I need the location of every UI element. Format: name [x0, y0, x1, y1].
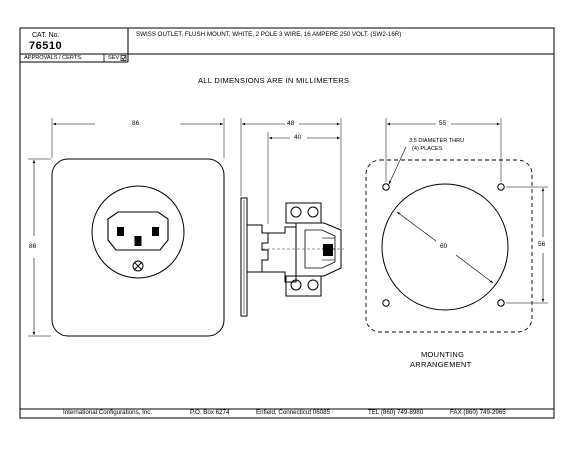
side-plate: [240, 197, 248, 317]
cat-label: CAT. No.: [32, 32, 60, 39]
side-insert: [262, 226, 297, 283]
footer-pobox: P.O. Box 6274: [190, 409, 230, 416]
approvals-label: APPROVALS / CERTS.: [24, 55, 83, 61]
terminal-screw-top-left: [290, 206, 302, 218]
mount-height-label: 56: [538, 241, 546, 248]
mount-width-label: 55: [439, 120, 447, 127]
units-note: ALL DIMENSIONS ARE IN MILLIMETERS: [198, 76, 350, 85]
side-mount-frame: [247, 224, 269, 273]
pin-hole-left: [117, 227, 124, 236]
front-width-label: 86: [132, 120, 140, 127]
mount-title-line2: ARRANGEMENT: [410, 360, 472, 369]
center-screw: [132, 260, 144, 272]
sev-checkbox: [120, 55, 127, 61]
footer-company: International Configurations, Inc.: [63, 409, 153, 416]
mount-hole-bottom-right: [497, 299, 505, 307]
front-height-label: 86: [29, 243, 37, 250]
front-view: [28, 118, 225, 337]
pin-hole-ground: [134, 236, 142, 246]
footer-tel: TEL (860) 749-8980: [368, 409, 424, 416]
side-total-depth-label: 48: [287, 120, 295, 127]
sev-label: SEV: [108, 55, 120, 61]
cutout-dim-upper: [396, 211, 437, 242]
mount-outline: [365, 159, 533, 333]
check-icon: [121, 56, 126, 61]
cutout-diameter-label: 60: [440, 243, 448, 250]
screw-slot-icon: [134, 262, 142, 270]
side-body-depth-label: 40: [294, 134, 302, 141]
footer-city: Enfield, Connecticut 06085: [256, 409, 330, 416]
side-pin-stub: [323, 244, 333, 256]
side-terminal-inner: [304, 229, 336, 269]
terminal-screw-top-right: [307, 206, 319, 218]
cutout-dim-lower: [455, 254, 494, 284]
socket-face: [91, 185, 185, 279]
side-terminal-block: [295, 222, 342, 277]
mount-hole-top-left: [382, 183, 390, 191]
side-view: [240, 118, 344, 317]
hole-note-line1: 3.5 DIAMETER THRU: [409, 138, 465, 144]
footer-fax: FAX (860) 749-2965: [450, 409, 506, 416]
front-plate: [51, 158, 225, 337]
mount-hole-top-right: [497, 183, 505, 191]
product-description: SWISS OUTLET, FLUSH MOUNT, WHITE, 2 POLE…: [136, 31, 402, 38]
pin-hole-right: [152, 227, 159, 236]
mount-hole-bottom-left: [382, 299, 390, 307]
cutout-circle: [381, 183, 509, 311]
mount-title-line1: MOUNTING: [421, 350, 465, 359]
hole-note-leader: [388, 146, 407, 185]
socket-recess: [107, 211, 169, 251]
terminal-screw-bottom-right: [307, 279, 319, 291]
mounting-view: [365, 118, 548, 333]
hole-note-line2: (4) PLACES: [412, 146, 443, 152]
cat-number: 76510: [29, 40, 63, 52]
terminal-screw-bottom-left: [290, 279, 302, 291]
sheet-border: [19, 27, 555, 419]
